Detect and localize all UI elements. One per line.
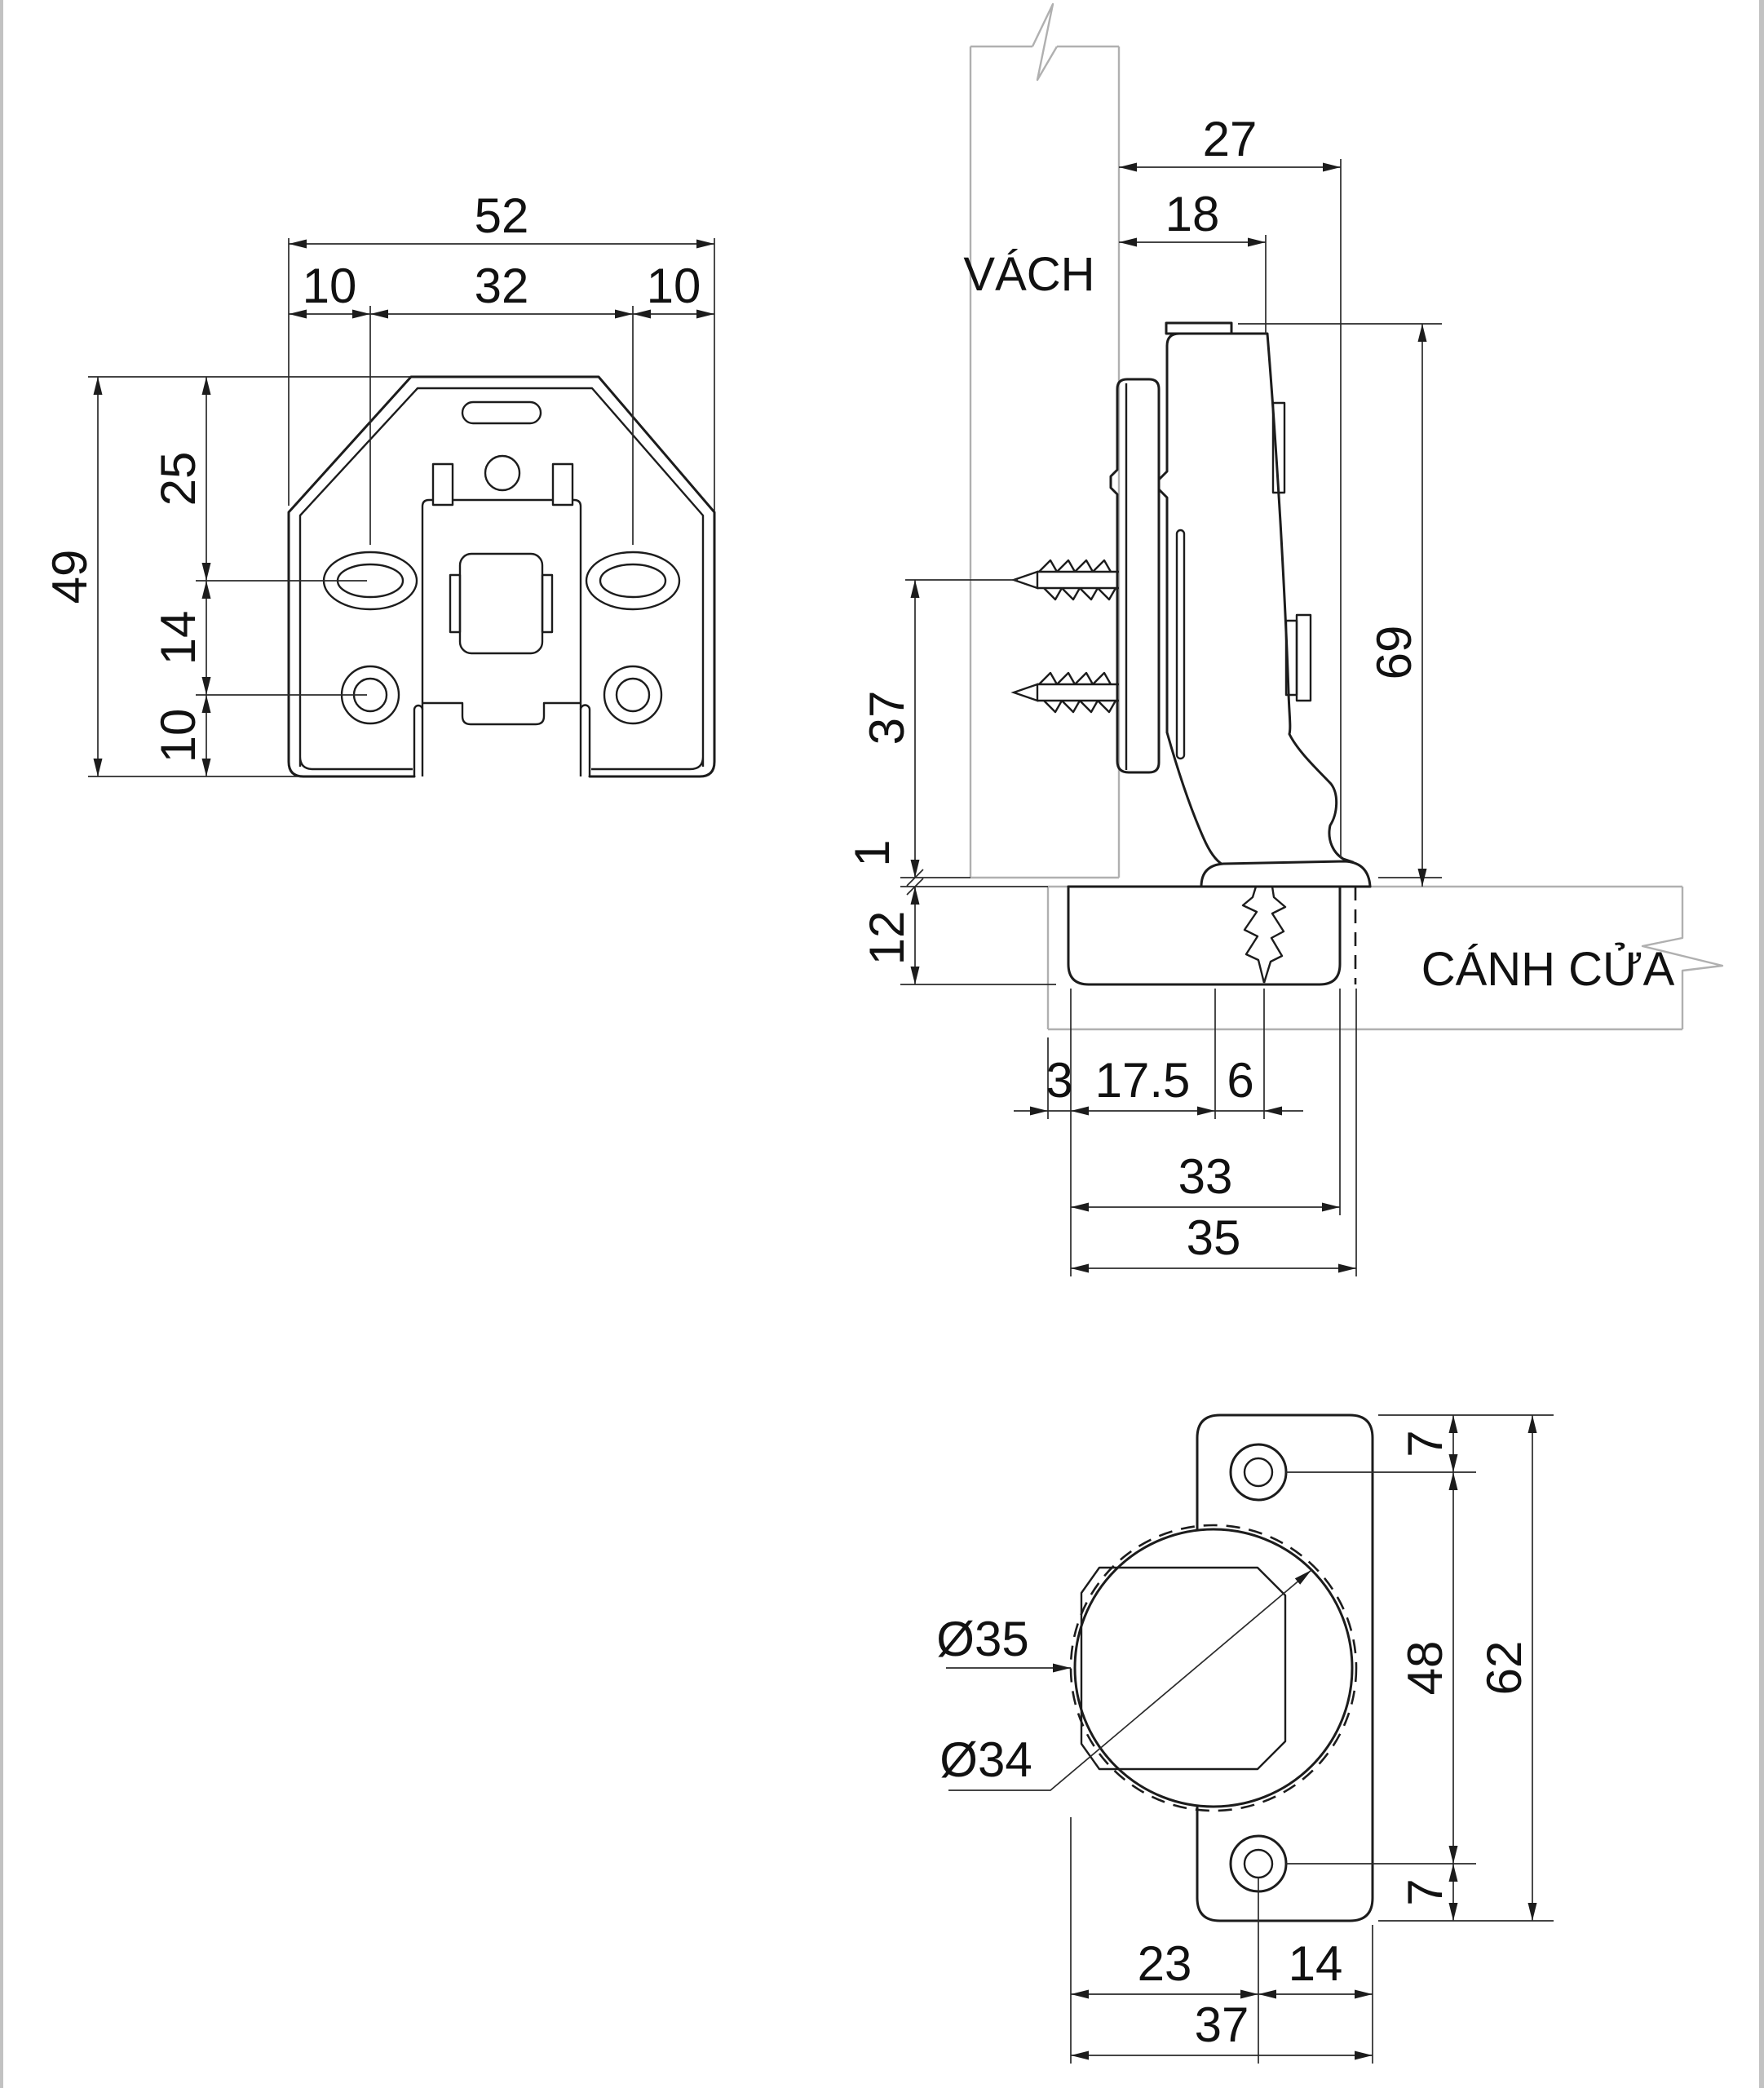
dim-text-35: 35 [1187,1210,1241,1265]
dim-screw-to-bottom-37: 37 [860,579,1018,878]
dim-text-33: 33 [1178,1149,1233,1204]
dim-text-48: 48 [1398,1641,1452,1696]
dim-cup-depth-12: 12 [860,887,1056,985]
front-view-mounting-plate: 52 10 32 10 49 2 [42,188,716,778]
dim-text-12: 12 [860,911,914,966]
dim-text-23: 23 [1138,1936,1192,1991]
leader-bore-diameter: Ø35 [936,1612,1071,1673]
hinge-cup-section [1067,885,1357,986]
screw-hole-right-inner [615,677,651,713]
top-adjust-slot [461,400,542,425]
dim-text-14: 14 [151,611,206,666]
dim-plate-height-62: 62 [1477,1415,1537,1921]
center-column [421,498,582,776]
right-page-border [1759,0,1764,2088]
dim-hole-offsets-right: 7 48 7 [1286,1414,1554,1922]
dim-text-3: 3 [1046,1053,1072,1108]
dim-text-37: 37 [860,691,914,745]
dim-text-62: 62 [1477,1641,1532,1696]
cup-cavity-outline [1080,1566,1287,1771]
dim-text-69: 69 [1367,626,1421,680]
left-notch-slot [431,462,454,507]
dim-text-d35: Ø35 [936,1612,1028,1666]
wall-plate-profile [1109,378,1161,774]
dim-total-width: 52 [288,188,715,511]
dim-text-27: 27 [1203,112,1258,166]
door-label: CÁNH CỬA [1421,943,1675,996]
leg-slot-left [413,704,424,776]
dim-total-height: 49 [42,376,411,777]
arm-adjust-screw-upper [1271,401,1286,494]
plate-inner-edge [298,387,705,771]
dim-text-7-bottom: 7 [1398,1878,1452,1905]
cup-flange [1200,860,1372,888]
dim-text-7-top: 7 [1398,1430,1452,1457]
wall-panel: VÁCH [963,2,1121,879]
screw-hole-right-outer [603,665,663,725]
dim-offset-and-spacing: 10 32 10 [289,259,714,545]
dim-overall-depth-27: 27 [1119,112,1342,858]
arm-adjust-screw-lower-head [1295,613,1312,702]
plate-outline [287,375,716,778]
dim-cup-span-33: 33 [1071,1149,1340,1212]
dim-text-14b: 14 [1289,1936,1343,1991]
pilot-hole-top-outer [1229,1443,1288,1502]
cup-bore-circle [1069,1524,1358,1812]
dim-height-segments: 25 14 10 [151,377,367,776]
wall-break-symbol [1031,2,1059,82]
dim-text-10-bottom: 10 [151,709,206,763]
dim-text-10-right: 10 [647,259,701,313]
door-panel: CÁNH CỬA [1046,885,1724,1031]
wall-label: VÁCH [963,248,1094,301]
dim-cup-chain-row: 3 17.5 6 [1014,989,1357,1276]
cup-body-circle [1073,1528,1354,1808]
dim-bottom-chain: 23 14 37 [1070,1817,1373,2064]
adjuster-tab-right [541,573,554,634]
mounting-screw-lower [1010,671,1119,714]
arm-spring-slot [1175,529,1186,760]
cup-plate-outline [1196,1413,1374,1922]
oblong-slot-right-inner [599,563,667,599]
left-page-border [0,0,3,2088]
dim-text-1: 1 [845,839,900,866]
dim-text-52: 52 [475,188,529,243]
arm-neck-left-edge [1165,731,1224,866]
arm-outline [1157,332,1355,864]
right-notch-slot [551,462,574,507]
center-pilot-hole [484,454,521,492]
mounting-screw-upper [1010,559,1119,601]
dim-text-10-left: 10 [303,259,357,313]
cup-view-drilling-pattern: Ø35 Ø34 7 48 7 62 [936,1413,1554,2064]
pilot-hole-top-inner [1243,1457,1274,1488]
dim-overall-height-69: 69 [1238,323,1442,887]
cup-profile [1067,885,1342,986]
dim-overall-span-35: 35 [1071,1210,1356,1273]
adjuster-tab-left [449,573,462,634]
dim-text-6: 6 [1227,1053,1253,1108]
dim-text-32: 32 [475,259,529,313]
dim-text-17-5: 17.5 [1095,1053,1191,1108]
cup-screw [1241,886,1287,984]
dim-text-37b: 37 [1195,1997,1249,2052]
adjuster-cam-body [458,552,544,655]
dim-plate-depth-18: 18 [1119,187,1267,334]
dim-text-18: 18 [1165,187,1220,241]
dim-text-d34: Ø34 [939,1732,1032,1787]
hinge-arm [1067,321,1372,888]
center-column-bottom-tab [422,701,581,726]
dim-text-49: 49 [42,550,97,604]
side-view-hinge: VÁCH CÁNH CỬA [845,2,1724,1276]
leg-slot-right [579,704,591,776]
arm-top-cap [1165,321,1233,335]
door-break-symbol [1641,887,1724,1029]
dim-gap-1: 1 [845,839,1048,896]
leader-cup-diameter: Ø34 [939,1569,1312,1791]
dim-text-25: 25 [151,452,206,507]
oblong-slot-right-outer [585,551,681,611]
